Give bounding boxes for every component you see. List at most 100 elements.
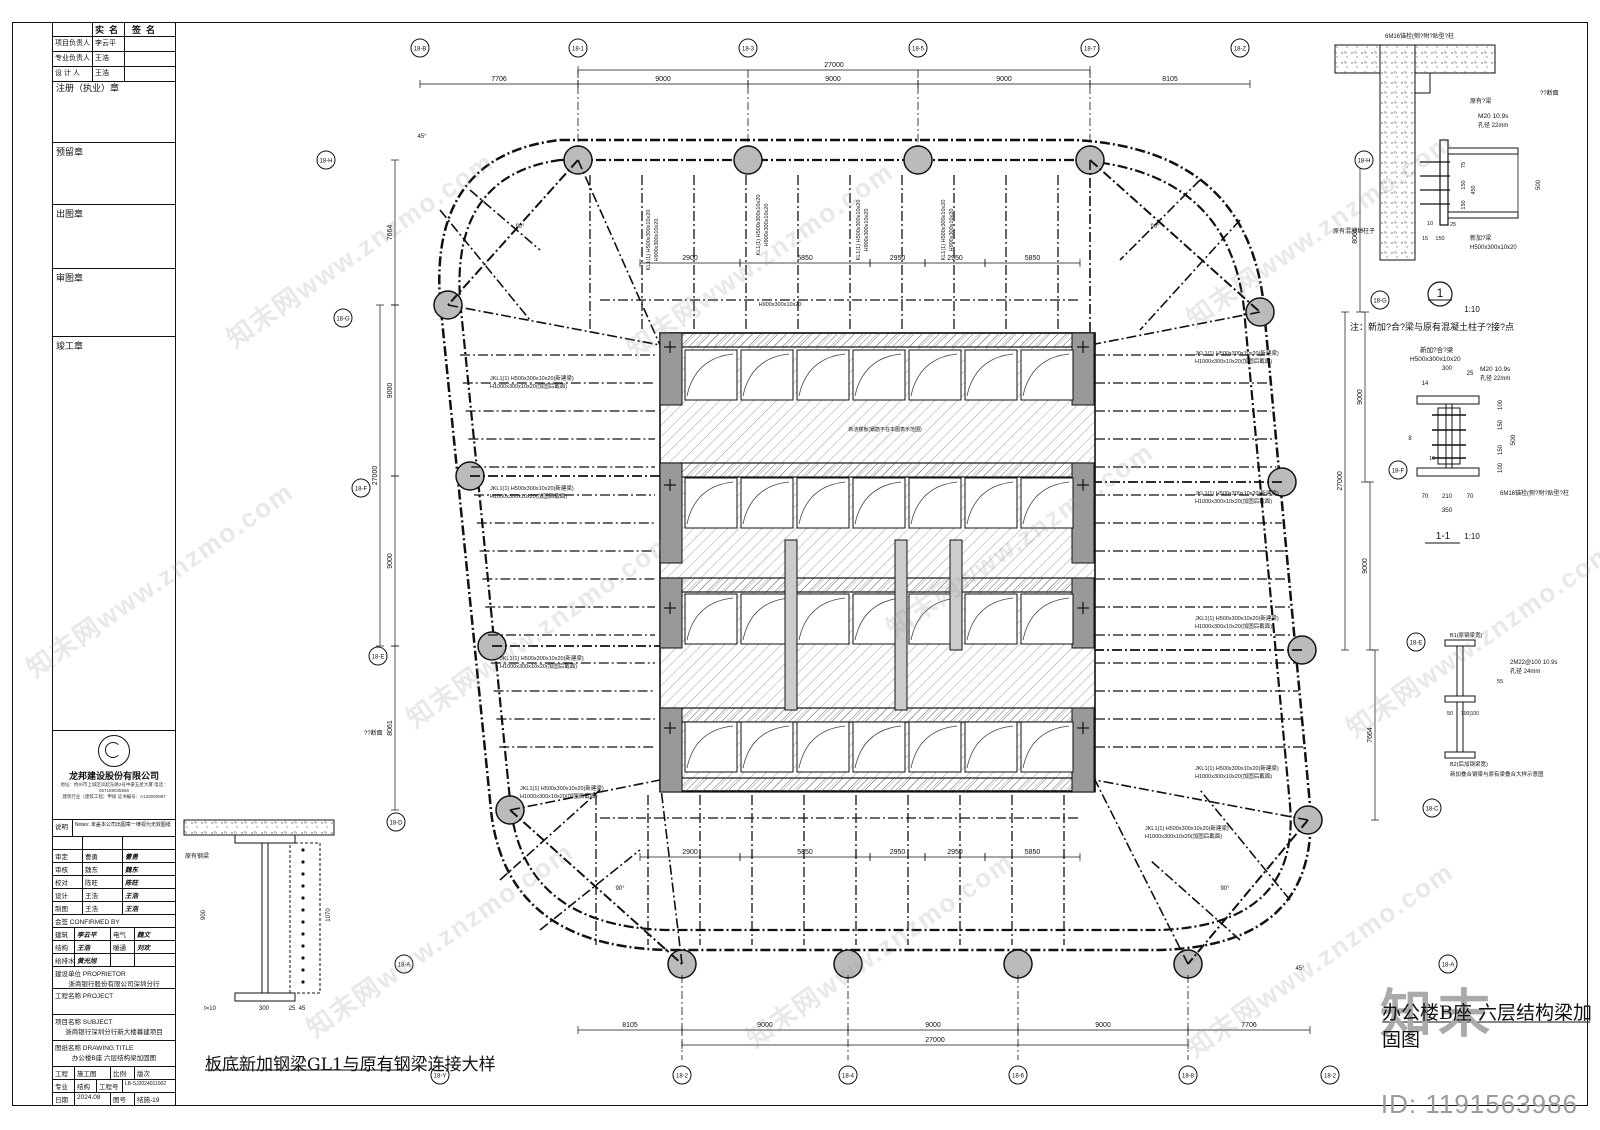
- beam-label: H1000x300x10x20(加固后截面): [1145, 832, 1222, 840]
- detail2-dim: 8: [1408, 436, 1412, 442]
- title-block-header-row: 实 名 签 名: [53, 22, 175, 37]
- subject-label: 项目名称 SUBJECT: [55, 1019, 113, 1026]
- core-beam-band: [659, 577, 1096, 593]
- detail2-dim: 300: [1442, 366, 1453, 372]
- core-cell: [852, 349, 906, 401]
- inner-dimension: 2900: [682, 255, 698, 262]
- core-cell-mark: [854, 725, 902, 769]
- detail1-scale: 1:10: [1464, 305, 1480, 314]
- axis-label: 18-Y: [434, 1074, 447, 1080]
- bracing-beam: [469, 189, 541, 251]
- axis-label: 18-A: [398, 963, 411, 969]
- gl-bolt: [301, 956, 305, 960]
- major-row: 专业 结构 工程号 LB-SJ2024011002: [53, 1080, 175, 1093]
- title-block-bottom: 说明 Notes: 未盖本公司出图章一律视为无效图纸 审定 曹勇 曹勇 审核 魏…: [53, 820, 175, 1106]
- bottom-dimension: 9000: [925, 1022, 941, 1029]
- axis-label: 18-3: [742, 47, 755, 53]
- detail2-dim: 70: [1422, 494, 1429, 500]
- bracing-beam: [1149, 859, 1241, 941]
- axis-label: 18-4: [842, 1074, 855, 1080]
- core-cell: [964, 721, 1018, 773]
- detail2-hole: 孔径 22mm: [1480, 374, 1510, 382]
- role-label: 专业负责人: [53, 52, 93, 66]
- inner-dimension: 2950: [890, 255, 906, 262]
- core-cell-mark: [966, 597, 1014, 641]
- stage-label: 工程: [53, 1067, 75, 1079]
- detail2-dim: 210: [1442, 494, 1453, 500]
- gl-bolt: [301, 896, 305, 900]
- steel-column: [1003, 949, 1033, 979]
- d3-web: [1456, 701, 1464, 753]
- section-note: ??断面: [364, 729, 383, 737]
- axis-bubble: [351, 478, 371, 498]
- detail3-label: B2(后加钢梁宽): [1450, 760, 1488, 768]
- detail2-label: 新加?合?梁: [1420, 345, 1454, 354]
- core-column-strip: [894, 539, 908, 711]
- bracing-beam: [1089, 311, 1261, 346]
- core-cell-mark: [854, 481, 902, 525]
- top-dimension: 9000: [655, 76, 671, 83]
- beam-label: H900x300x10x20: [759, 302, 802, 308]
- axis-bubble: [1008, 1065, 1028, 1085]
- core-cell: [908, 721, 962, 773]
- owner-block: 建设单位 PROPRIETOR 浙商银行股份有限公司深圳分行: [53, 967, 175, 989]
- detail1-dim: 150: [1461, 180, 1467, 189]
- detail1-label: 6M16锚栓(侧?附?贴型?柱: [1385, 32, 1454, 40]
- core-cell: [852, 477, 906, 529]
- detail1-dim: 75: [1461, 162, 1467, 168]
- role-row: 专业负责人 王浩: [53, 52, 175, 67]
- core-beam-band: [659, 462, 1096, 478]
- image-id: ID: 1191563986: [1380, 1089, 1578, 1119]
- drawing-no-value: 结施-19: [137, 1097, 160, 1104]
- beam-label: H1000x300x10x20(加固后截面): [490, 492, 567, 500]
- core-cell-mark: [910, 725, 958, 769]
- confirm-row: 会签 CONFIRMED BY: [53, 915, 175, 928]
- head-qian: 签: [132, 25, 142, 35]
- beam-label: KL1(1) H500x300x10x20: [856, 200, 862, 261]
- inner-dimension: 2950: [947, 849, 963, 856]
- company-cert: 建筑行业（建筑工程）甲级 证书编号：A133000987: [62, 794, 166, 799]
- confirm-signature: 刘欢: [137, 944, 150, 952]
- core-cell-mark: [910, 353, 958, 397]
- core-cell: [908, 349, 962, 401]
- core-wall: [659, 577, 683, 649]
- detail1-label: 新加?梁: [1470, 234, 1491, 242]
- core-note: 新浇楼板(钢筋不在本图表示范围): [848, 426, 922, 433]
- date-label: 日期: [53, 1093, 75, 1105]
- stage-row: 工程 施工图 比例 版次: [53, 1067, 175, 1080]
- beam-label: KL1(1) H500x300x10x20: [941, 200, 947, 261]
- role-row: 项目负责人 李云平: [53, 37, 175, 52]
- gl-flange: [234, 992, 296, 1002]
- core-cell: [1020, 477, 1074, 529]
- date-row: 日期 2024.08 图号 结施-19: [53, 1093, 175, 1106]
- core-cell-mark: [798, 481, 846, 525]
- detail3-dim: 100|100: [1461, 711, 1479, 717]
- detail1-label: 原有混凝土柱子: [1333, 227, 1375, 235]
- axis-label: 18-H: [319, 159, 332, 165]
- beam-label: JKL1(1) H500x300x10x20(新建梁): [1195, 349, 1279, 357]
- axis-bubble: [316, 150, 336, 170]
- core-cell-mark: [966, 353, 1014, 397]
- gl-dim: 45: [299, 1006, 306, 1012]
- core-wall: [659, 332, 683, 406]
- sign-role: 校对: [53, 876, 83, 888]
- core-cell: [740, 477, 794, 529]
- gl-plate: [289, 842, 321, 994]
- axis-label: 18-5: [912, 47, 925, 53]
- gl-bolt: [301, 860, 305, 864]
- detail1-dim: 10: [1427, 221, 1433, 227]
- major-value: 结构: [75, 1080, 97, 1092]
- diagonal-beam: [1187, 819, 1309, 965]
- head-shi: 实: [95, 25, 105, 35]
- detail1-hole: 孔径 22mm: [1478, 121, 1508, 129]
- axis-label: 18-G: [1373, 299, 1387, 305]
- angle-note: 90°: [515, 224, 525, 230]
- axis-bubble: [1388, 460, 1408, 480]
- confirm-discipline: 暖通: [111, 941, 135, 953]
- detail2-scale: 1:10: [1464, 532, 1480, 541]
- bracing-beam: [1094, 779, 1309, 821]
- title-block-signatures: 实 名 签 名 项目负责人 李云平 专业负责人 王浩 设 计 人 王浩: [53, 22, 175, 82]
- detail3-dim: 50: [1447, 711, 1453, 717]
- scale-label: 比例: [111, 1067, 135, 1079]
